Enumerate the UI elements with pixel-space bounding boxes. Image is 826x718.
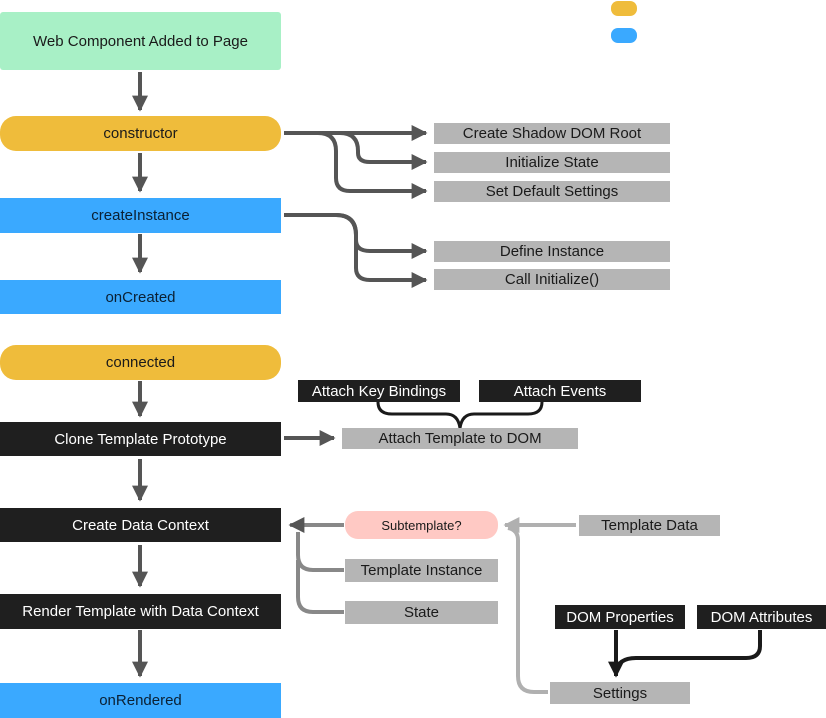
- attach-key-bindings: Attach Key Bindings: [298, 380, 460, 402]
- node-on-created: onCreated: [0, 280, 281, 314]
- input-line: [296, 532, 344, 572]
- attach-events: Attach Events: [479, 380, 641, 402]
- branch-arrow: [284, 213, 428, 288]
- settings-arrow: [614, 630, 762, 673]
- step-create-shadow-dom-root: Create Shadow DOM Root: [434, 123, 670, 144]
- settings-line: [507, 526, 548, 694]
- dom-properties: DOM Properties: [555, 605, 685, 629]
- legend-swatch-yellow: [611, 1, 637, 16]
- step-call-initialize: Call Initialize(): [434, 269, 670, 290]
- input-line: [296, 560, 344, 614]
- node-web-component-added: Web Component Added to Page: [0, 12, 281, 70]
- dom-attributes: DOM Attributes: [697, 605, 826, 629]
- input-state: State: [345, 601, 498, 624]
- node-render-template: Render Template with Data Context: [0, 594, 281, 629]
- input-template-instance: Template Instance: [345, 559, 498, 582]
- node-constructor: constructor: [0, 116, 281, 151]
- step-define-instance: Define Instance: [434, 241, 670, 262]
- node-create-data-context: Create Data Context: [0, 508, 281, 542]
- input-template-data: Template Data: [579, 515, 720, 536]
- subtemplate-decision: Subtemplate?: [345, 511, 498, 539]
- node-create-instance: createInstance: [0, 198, 281, 233]
- branch-arrow: [284, 131, 428, 170]
- legend-swatch-blue: [611, 28, 637, 43]
- node-clone-template: Clone Template Prototype: [0, 422, 281, 456]
- node-on-rendered: onRendered: [0, 683, 281, 718]
- attach-template-to-dom: Attach Template to DOM: [342, 428, 578, 449]
- step-set-default-settings: Set Default Settings: [434, 181, 670, 202]
- node-connected: connected: [0, 345, 281, 380]
- step-initialize-state: Initialize State: [434, 152, 670, 173]
- branch-arrow: [284, 131, 428, 199]
- brace: [376, 401, 544, 429]
- settings-box: Settings: [550, 682, 690, 704]
